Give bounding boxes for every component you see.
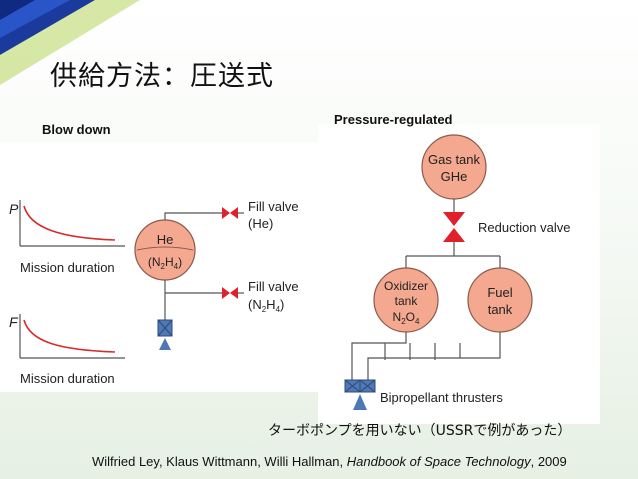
fill-valve-he-line1: Fill valve xyxy=(248,199,299,214)
blow-down-piping xyxy=(164,212,222,320)
gas-tank-line2: GHe xyxy=(441,169,468,184)
citation-authors: Wilfried Ley, Klaus Wittmann, Willi Hall… xyxy=(92,454,347,469)
p-axis-label: P xyxy=(9,201,19,217)
pressure-regulated-heading: Pressure-regulated xyxy=(334,112,453,127)
fill-valve-he: Fill valve (He) xyxy=(222,199,299,231)
fuel-line1: Fuel xyxy=(487,285,512,300)
pr-piping xyxy=(351,199,501,380)
oxidizer-line2: tank xyxy=(395,294,419,308)
corner-decoration xyxy=(0,0,150,90)
oxidizer-tank: Oxidizer tank N2O4 xyxy=(373,267,439,333)
fill-valve-he-line2: (He) xyxy=(248,216,273,231)
fill-valve-n2h4: Fill valve (N2H4) xyxy=(222,279,299,314)
p-graph-curve xyxy=(23,205,116,241)
caption: ターボポンプを用いない（USSRで例があった） xyxy=(268,423,572,439)
oxidizer-line1: Oxidizer xyxy=(384,279,428,293)
gas-tank-line1: Gas tank xyxy=(428,152,481,167)
blow-down-thruster xyxy=(157,319,173,350)
oxidizer-formula: N2O4 xyxy=(393,310,420,326)
fill-valve-n2h4-line1: Fill valve xyxy=(248,279,299,294)
f-graph-xlabel: Mission duration xyxy=(20,371,115,386)
reduction-valve-label: Reduction valve xyxy=(478,220,571,235)
thrusters-label: Bipropellant thrusters xyxy=(380,390,503,405)
gas-tank: Gas tank GHe xyxy=(421,134,487,200)
blow-down-tank: He (N2H4) xyxy=(134,219,196,281)
tank-n2h4-label: (N2H4) xyxy=(148,255,182,271)
bipropellant-thruster: Bipropellant thrusters xyxy=(344,379,503,410)
f-graph-curve xyxy=(23,319,116,353)
p-graph-xlabel: Mission duration xyxy=(20,260,115,275)
citation-book: Handbook of Space Technology xyxy=(346,454,531,469)
reduction-valve: Reduction valve xyxy=(443,212,571,242)
tank-he-label: He xyxy=(157,232,174,247)
slide-title: 供給方法：圧送式 xyxy=(50,61,274,92)
blow-down-heading: Blow down xyxy=(42,122,111,137)
fuel-tank: Fuel tank xyxy=(467,267,533,333)
citation: Wilfried Ley, Klaus Wittmann, Willi Hall… xyxy=(92,454,567,469)
pressure-graph: P Mission duration xyxy=(9,200,125,275)
citation-year: , 2009 xyxy=(530,454,567,469)
f-axis-label: F xyxy=(9,314,19,330)
fill-valve-n2h4-line2: (N2H4) xyxy=(248,297,284,314)
thrust-graph: F Mission duration xyxy=(9,314,125,386)
fuel-line2: tank xyxy=(488,302,513,317)
